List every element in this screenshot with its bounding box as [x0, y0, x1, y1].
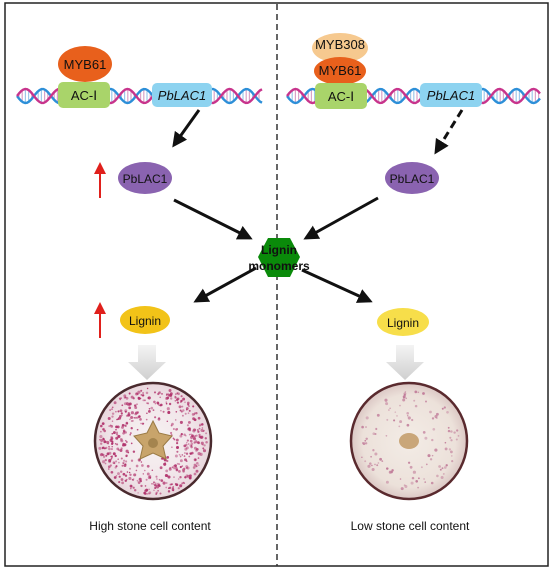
- gene-label: PbLAC1: [158, 88, 206, 103]
- lignin-monomers-hexagon: [258, 238, 300, 277]
- promoter-box: [315, 83, 367, 109]
- result-arrow: [386, 345, 424, 380]
- promoter-box: [58, 82, 110, 108]
- myb61-node: [314, 57, 366, 85]
- myb61-node: [58, 46, 112, 82]
- reduced-expression-arrow: [434, 109, 464, 155]
- lignin-node: [120, 306, 170, 334]
- expression-arrow: [172, 109, 201, 148]
- monomer-to-lignin-arrow: [193, 266, 257, 303]
- promoter-label: AC-Ⅰ: [328, 89, 354, 104]
- gene-box: [420, 83, 482, 107]
- result-arrow: [128, 345, 166, 380]
- monomer-to-lignin-arrow: [301, 268, 373, 303]
- lignin-node: [377, 308, 429, 336]
- protein-node: [385, 162, 439, 194]
- promoter-label: AC-Ⅰ: [71, 88, 97, 103]
- hub-label-line2: monomers: [248, 259, 310, 273]
- protein-node: [118, 162, 172, 194]
- protein-label: PbLAC1: [390, 172, 435, 186]
- myb61-label: MYB61: [64, 57, 107, 72]
- pear-section-high-stone-cells: [93, 381, 213, 501]
- lignin-label: Lignin: [129, 314, 161, 328]
- protein-to-monomer-arrow: [303, 196, 379, 240]
- caption-low: Low stone cell content: [351, 519, 470, 533]
- lignin-label: Lignin: [387, 316, 419, 330]
- myb308-node: [312, 33, 368, 63]
- protein-to-monomer-arrow: [173, 198, 253, 240]
- protein-label: PbLAC1: [123, 172, 168, 186]
- up-arrow-icon: [94, 302, 106, 338]
- pear-section-low-stone-cells: [349, 381, 469, 501]
- up-arrow-icon: [94, 162, 106, 198]
- caption-high: High stone cell content: [89, 519, 211, 533]
- gene-label: PbLAC1: [427, 88, 475, 103]
- myb308-label: MYB308: [315, 37, 365, 52]
- hub-label-line1: Lignin: [261, 243, 297, 257]
- myb61-label: MYB61: [319, 63, 362, 78]
- gene-box: [152, 83, 212, 107]
